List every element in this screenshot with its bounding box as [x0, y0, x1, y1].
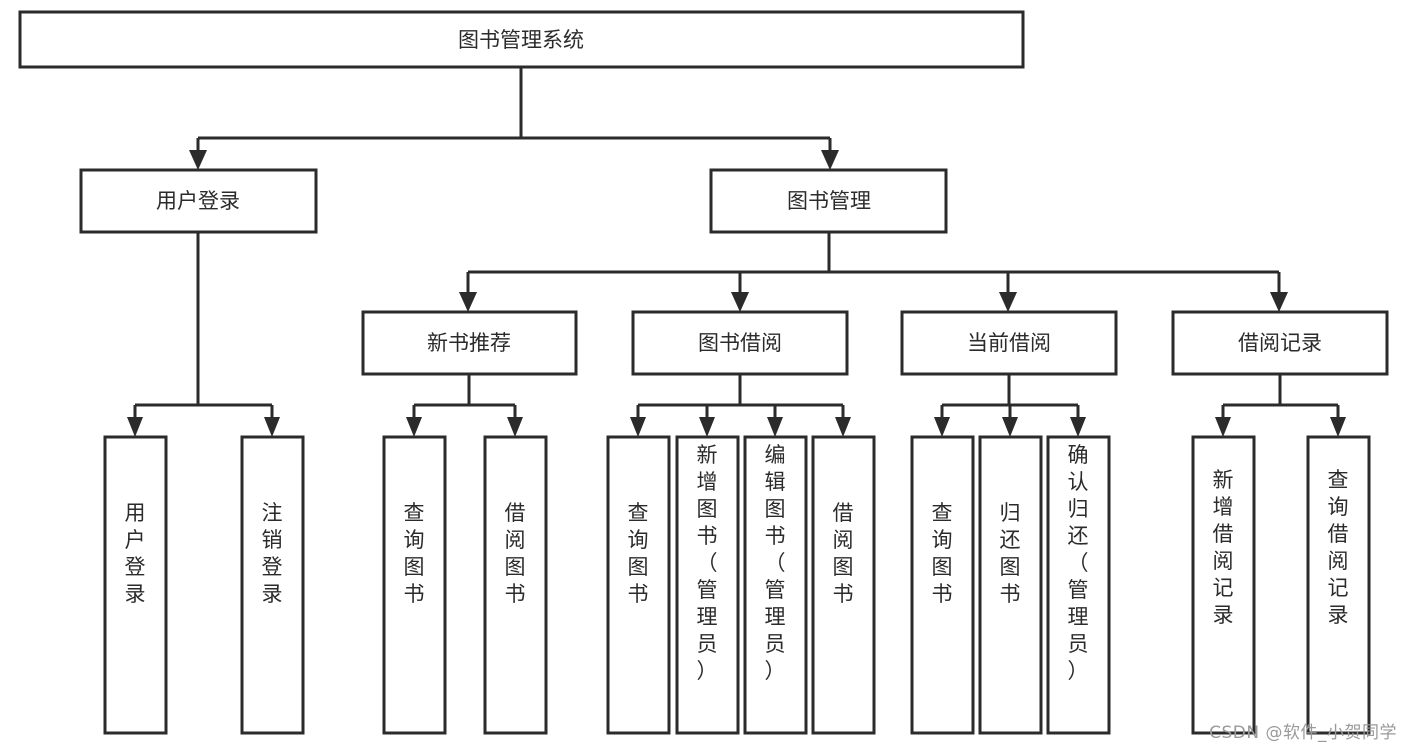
node-leaf-query-book-2[interactable]: 查询图书 — [606, 435, 671, 735]
node-leaf-add-book[interactable]: 新增图书（管理员） — [675, 435, 740, 735]
node-leaf-edit-book[interactable]: 编辑图书（管理员） — [743, 435, 808, 735]
node-borrow-record[interactable]: 借阅记录 — [1171, 310, 1389, 376]
node-box-shape — [483, 435, 548, 735]
arrow-head-icon — [507, 417, 523, 437]
node-label: 查询图书 — [404, 501, 425, 606]
node-label: 借阅记录 — [1238, 331, 1322, 355]
node-box-shape — [709, 168, 948, 234]
connector-userlogin-to-leaves — [127, 232, 280, 437]
arrow-head-icon — [459, 292, 477, 312]
node-label: 借阅图书 — [833, 501, 854, 606]
node-label: 新增借阅记录 — [1213, 468, 1234, 627]
node-label: 查询借阅记录 — [1328, 468, 1349, 627]
node-current-borrow[interactable]: 当前借阅 — [900, 310, 1118, 376]
node-label: 归还图书 — [1000, 501, 1021, 606]
arrow-head-icon — [1002, 417, 1018, 437]
node-box-shape — [978, 435, 1043, 735]
node-leaf-query-book-3[interactable]: 查询图书 — [910, 435, 975, 735]
node-label: 新增图书（管理员） — [697, 443, 718, 683]
node-leaf-user-login[interactable]: 用户登录 — [103, 435, 168, 735]
node-leaf-borrow-book-2[interactable]: 借阅图书 — [811, 435, 876, 735]
node-user-login[interactable]: 用户登录 — [79, 168, 318, 234]
node-leaf-add-record[interactable]: 新增借阅记录 — [1191, 435, 1256, 735]
arrow-head-icon — [1270, 292, 1288, 312]
csdn-watermark: CSDN @软件_小贺同学 — [1209, 723, 1397, 743]
node-leaf-logout-login[interactable]: 注销登录 — [240, 435, 305, 735]
node-label: 查询图书 — [628, 501, 649, 606]
node-new-book-recommend[interactable]: 新书推荐 — [361, 310, 578, 376]
node-box-shape — [1306, 435, 1371, 735]
node-box-shape — [382, 435, 447, 735]
node-label: 确认归还（管理员） — [1068, 443, 1089, 683]
node-label: 用户登录 — [125, 501, 146, 606]
arrow-head-icon — [127, 417, 143, 437]
node-box-shape — [675, 435, 740, 735]
node-box-shape — [900, 310, 1118, 376]
node-root-system[interactable]: 图书管理系统 — [18, 10, 1025, 69]
node-label: 图书管理 — [787, 189, 871, 213]
connector-bookborrow-to-leaves — [630, 374, 851, 437]
node-box-shape — [240, 435, 305, 735]
arrow-head-icon — [264, 417, 280, 437]
node-label: 新书推荐 — [427, 331, 511, 355]
node-box-shape — [743, 435, 808, 735]
arrow-head-icon — [767, 417, 783, 437]
node-leaf-borrow-book-1[interactable]: 借阅图书 — [483, 435, 548, 735]
connector-root-to-level1 — [189, 67, 839, 170]
arrow-head-icon — [699, 417, 715, 437]
node-label: 图书管理系统 — [458, 28, 584, 52]
arrow-head-icon — [630, 417, 646, 437]
arrow-head-icon — [1070, 417, 1086, 437]
node-leaf-query-record[interactable]: 查询借阅记录 — [1306, 435, 1371, 735]
arrow-head-icon — [835, 417, 851, 437]
node-leaf-return-book[interactable]: 归还图书 — [978, 435, 1043, 735]
connector-currentborrow-to-leaves — [934, 374, 1086, 437]
connector-booksmgmt-to-level2 — [459, 232, 1288, 312]
node-label: 图书借阅 — [698, 331, 782, 355]
node-box-shape — [1046, 435, 1111, 735]
arrow-head-icon — [934, 417, 950, 437]
connector-borrowrecord-to-leaves — [1215, 374, 1346, 437]
node-leaf-confirm-return[interactable]: 确认归还（管理员） — [1046, 435, 1111, 735]
arrow-head-icon — [731, 292, 749, 312]
node-box-shape — [79, 168, 318, 234]
arrow-head-icon — [189, 150, 207, 170]
node-box-shape — [1171, 310, 1389, 376]
node-box-shape — [1191, 435, 1256, 735]
arrow-head-icon — [1330, 417, 1346, 437]
node-label: 借阅图书 — [505, 501, 526, 606]
node-box-shape — [910, 435, 975, 735]
connector-newbook-to-leaves — [406, 374, 523, 437]
node-box-shape — [18, 10, 1025, 69]
node-leaf-query-book-1[interactable]: 查询图书 — [382, 435, 447, 735]
node-label: 用户登录 — [156, 189, 240, 213]
arrow-head-icon — [406, 417, 422, 437]
arrow-head-icon — [1215, 417, 1231, 437]
node-box-shape — [811, 435, 876, 735]
node-box-shape — [606, 435, 671, 735]
node-label: 当前借阅 — [967, 331, 1051, 355]
node-box-shape — [103, 435, 168, 735]
node-box-shape — [631, 310, 849, 376]
arrow-head-icon — [999, 292, 1017, 312]
node-label: 查询图书 — [932, 501, 953, 606]
node-book-management[interactable]: 图书管理 — [709, 168, 948, 234]
node-book-borrow[interactable]: 图书借阅 — [631, 310, 849, 376]
arrow-head-icon — [821, 150, 839, 170]
node-label: 注销登录 — [262, 501, 283, 606]
node-box-shape — [361, 310, 578, 376]
node-label: 编辑图书（管理员） — [765, 443, 786, 683]
